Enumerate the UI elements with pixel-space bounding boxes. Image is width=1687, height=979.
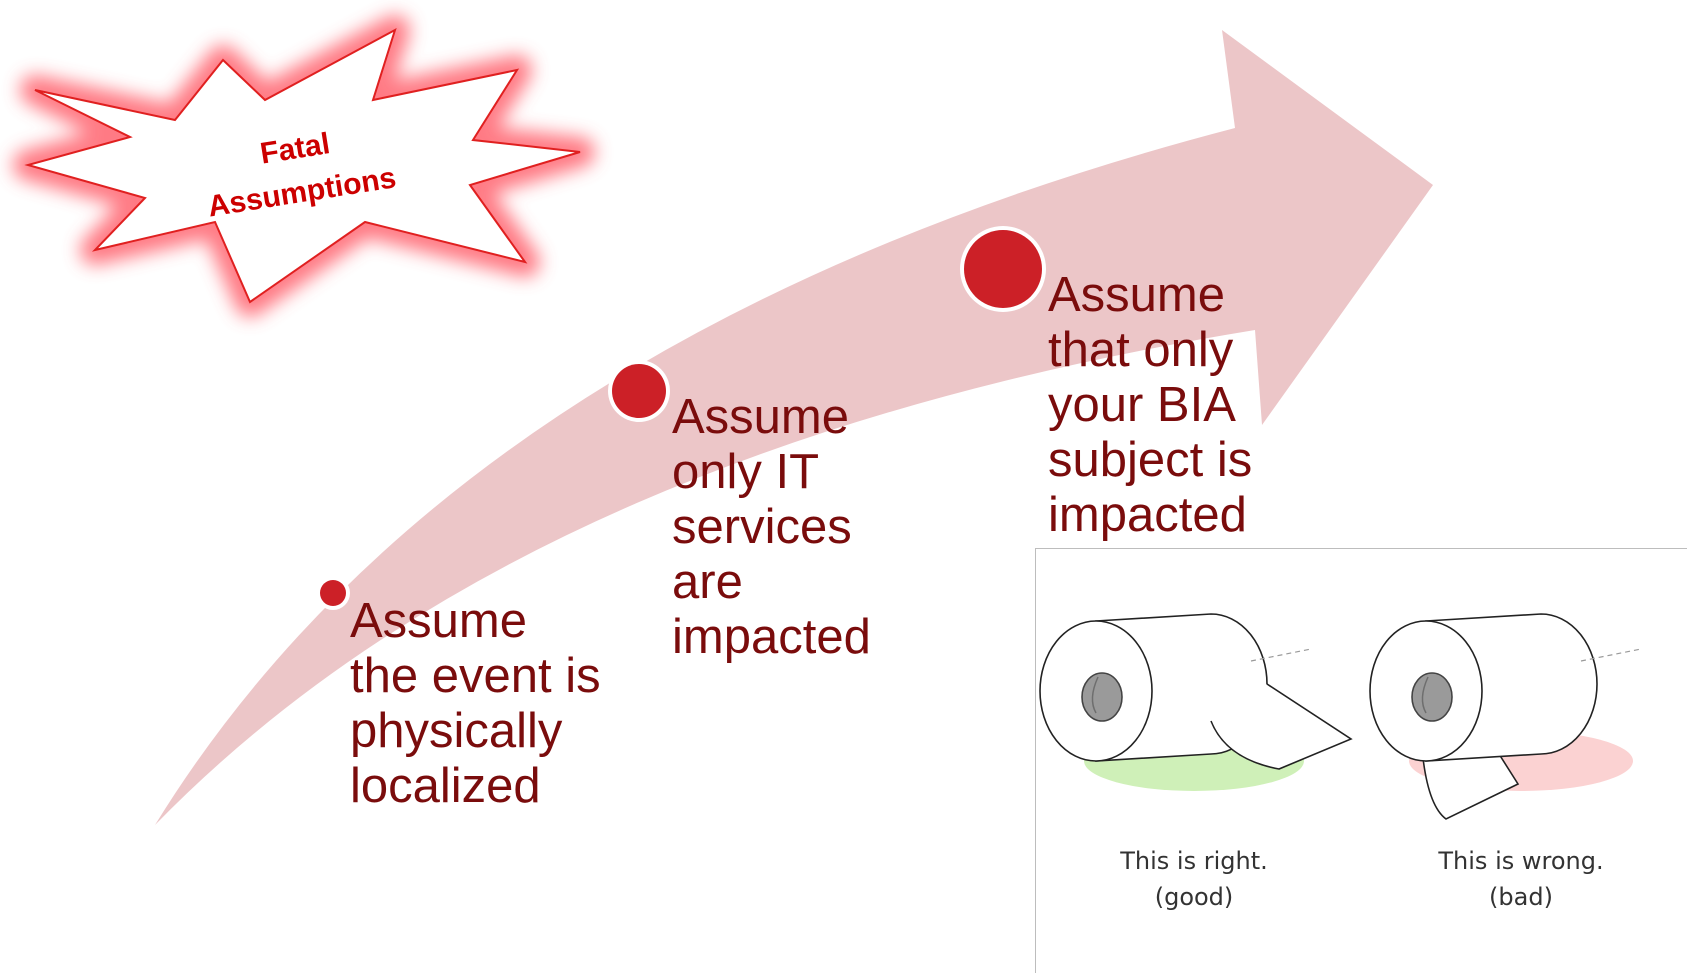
roll-right-way [1039, 613, 1353, 791]
step-dot-2 [608, 360, 670, 422]
step-3-text: Assume that only your BIA subject is imp… [1048, 268, 1253, 542]
toilet-paper-illustration: This is right. (good) This is wrong. (ba… [1035, 548, 1687, 973]
paper-sheet-over [1210, 683, 1353, 770]
step-dot-3 [960, 226, 1046, 312]
roll-wrong-way [1369, 613, 1642, 820]
burst-shape [24, 27, 581, 304]
fatal-assumptions-badge: Fatal Assumptions [13, 15, 595, 317]
step-dot-1 [316, 576, 350, 610]
roll-core [1411, 672, 1453, 722]
caption-right-way: This is right. (good) [1120, 847, 1268, 911]
step-2-text: Assume only IT services are impacted [672, 390, 871, 664]
caption-wrong-way: This is wrong. (bad) [1438, 847, 1604, 911]
progress-arrow [155, 30, 1433, 825]
step-1-text: Assume the event is physically localized [350, 594, 601, 813]
toilet-paper-drawings [1039, 613, 1642, 820]
roll-core [1081, 672, 1123, 722]
